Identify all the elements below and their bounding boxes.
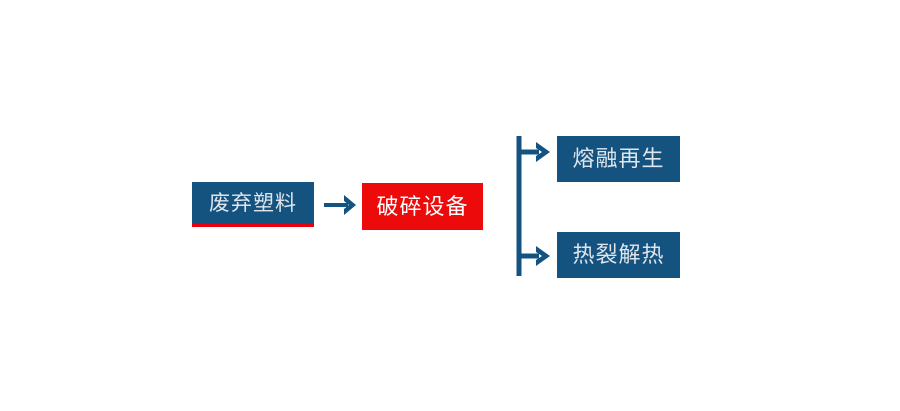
source-accent-underline bbox=[192, 224, 314, 227]
node-output-bottom-label: 热裂解热 bbox=[572, 242, 665, 267]
node-source-waste-plastic[interactable]: 废弃塑料 bbox=[192, 182, 314, 224]
node-source-label: 废弃塑料 bbox=[209, 191, 297, 215]
node-process-label: 破碎设备 bbox=[376, 193, 469, 219]
arrow-right-icon bbox=[322, 188, 358, 222]
node-process-crushing-equipment[interactable]: 破碎设备 bbox=[362, 183, 483, 230]
branch-split-arrows-icon bbox=[508, 130, 558, 282]
node-output-top-label: 熔融再生 bbox=[572, 146, 665, 171]
node-output-pyrolysis-heat[interactable]: 热裂解热 bbox=[557, 232, 680, 278]
node-output-melt-regeneration[interactable]: 熔融再生 bbox=[557, 136, 680, 182]
